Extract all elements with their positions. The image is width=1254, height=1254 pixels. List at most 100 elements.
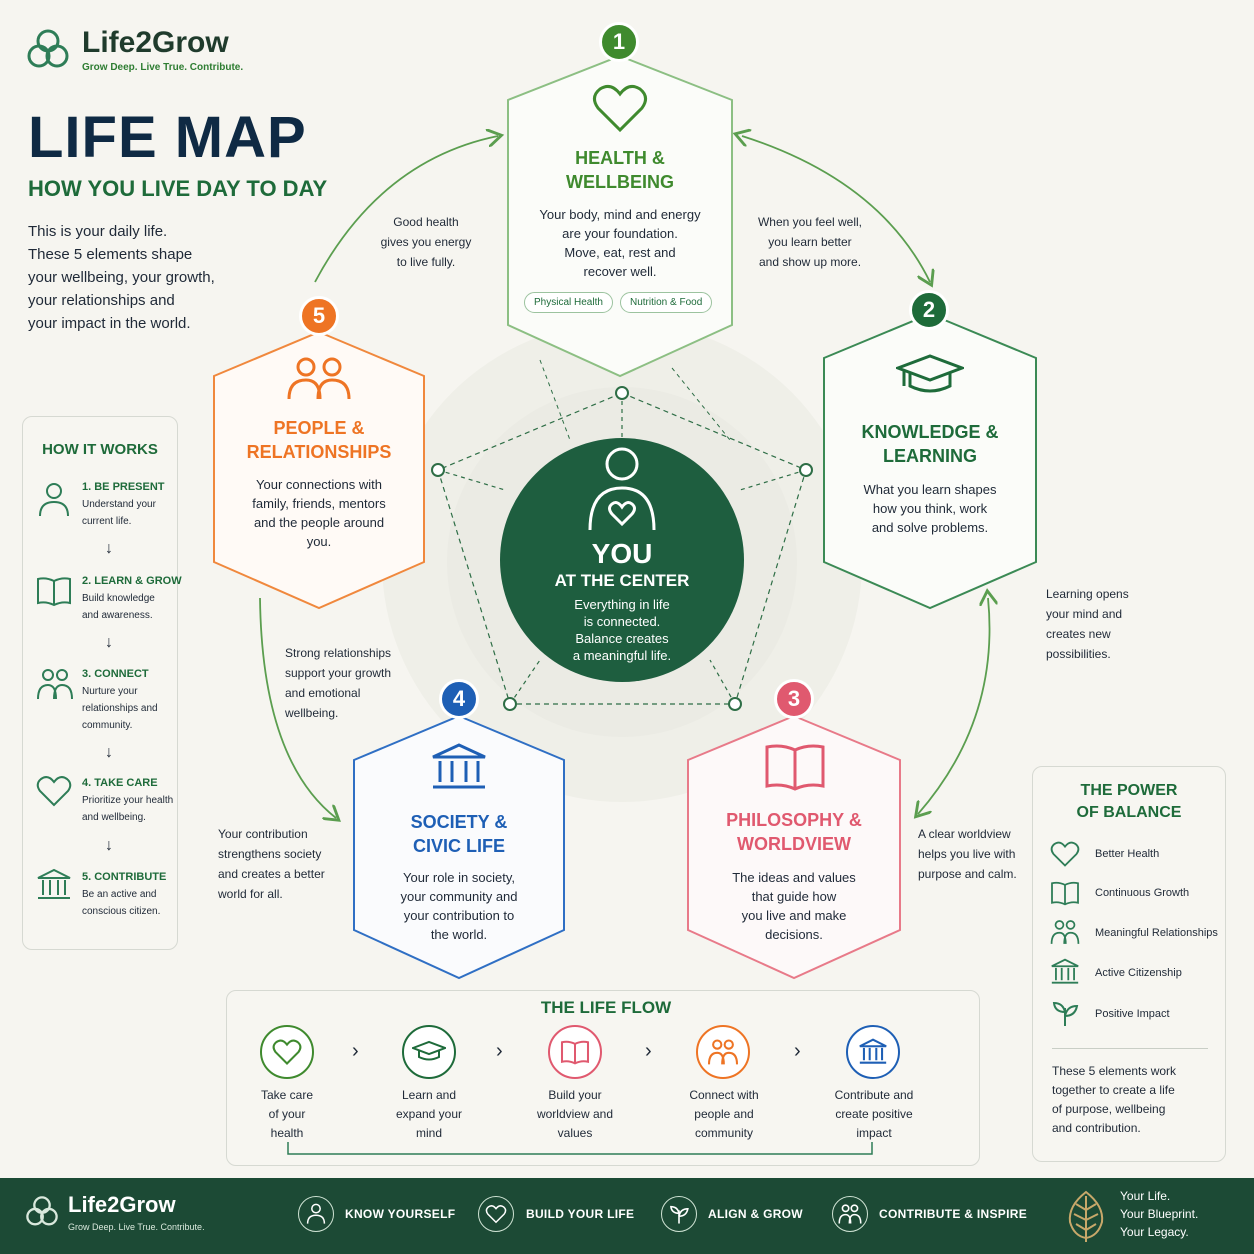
people-icon — [838, 1204, 862, 1224]
card-people-shape — [213, 330, 425, 610]
card-knowledge-shape — [823, 312, 1037, 610]
card-philosophy-shape — [687, 714, 901, 980]
heart-icon — [1050, 841, 1080, 867]
brand-name: Life2Grow — [82, 26, 229, 59]
heart-icon — [272, 1039, 302, 1065]
card-philosophy-number: 3 — [774, 679, 814, 719]
how-it-works-panel: HOW IT WORKS — [22, 416, 178, 950]
card-people-title: PEOPLE &RELATIONSHIPS — [246, 418, 392, 462]
balance-item-health: Better Health — [1095, 848, 1160, 860]
people-icon — [287, 357, 351, 400]
page-subtitle: HOW YOU LIVE DAY TO DAY — [28, 176, 328, 201]
card-health-number: 1 — [599, 22, 639, 62]
card-society-title: SOCIETY &CIVIC LIFE — [410, 812, 508, 856]
life-flow-bracket — [287, 1142, 873, 1155]
life-flow-step-4-circle — [696, 1025, 750, 1079]
balance-item-relationships: Meaningful Relationships — [1095, 927, 1218, 939]
page-title: LIFE MAP — [28, 105, 307, 170]
brand-logo-icon — [26, 1196, 58, 1226]
center-title: YOU — [591, 538, 653, 569]
card-knowledge-title: KNOWLEDGE &LEARNING — [861, 422, 999, 466]
graduation-cap-icon — [896, 354, 964, 393]
balance-item-growth: Continuous Growth — [1095, 887, 1190, 899]
power-of-balance-panel — [1032, 766, 1226, 1162]
footer-item-2-circle — [478, 1196, 514, 1232]
life-flow-chevron: › — [352, 1040, 359, 1062]
leaf-icon — [1068, 1190, 1104, 1242]
card-philosophy-title: PHILOSOPHY &WORLDVIEW — [726, 810, 862, 854]
building-icon — [432, 743, 486, 789]
building-icon — [37, 868, 71, 899]
footer-align-grow[interactable]: ALIGN & GROW — [708, 1207, 803, 1221]
book-icon — [37, 577, 71, 607]
footer-closing: Your Life.Your Blueprint.Your Legacy. — [1120, 1189, 1199, 1239]
how-it-works-title: HOW IT WORKS — [42, 441, 158, 458]
building-icon — [1051, 958, 1079, 984]
footer-contribute-inspire[interactable]: CONTRIBUTE & INSPIRE — [879, 1207, 1028, 1221]
card-knowledge-number: 2 — [909, 290, 949, 330]
sprout-icon — [670, 1205, 689, 1224]
people-icon — [37, 669, 73, 700]
life-flow-step-1-circle — [260, 1025, 314, 1079]
footer-item-1-circle — [298, 1196, 334, 1232]
life-flow-panel — [226, 990, 980, 1166]
footer-brand-name: Life2Grow — [68, 1192, 176, 1217]
brand-tagline: Grow Deep. Live True. Contribute. — [82, 62, 244, 73]
footer-item-3-circle — [661, 1196, 697, 1232]
step-arrow: ↓ — [105, 744, 113, 761]
footer-know-yourself[interactable]: KNOW YOURSELF — [345, 1207, 456, 1221]
life-flow-title: THE LIFE FLOW — [540, 998, 672, 1017]
card-society-number: 4 — [439, 679, 479, 719]
footer-build-your-life[interactable]: BUILD YOUR LIFE — [526, 1207, 635, 1221]
person-heart-icon — [588, 447, 656, 531]
step-arrow: ↓ — [105, 634, 113, 651]
footer-brand-tagline: Grow Deep. Live True. Contribute. — [68, 1222, 205, 1232]
tag-physical-health: Physical Health — [524, 292, 613, 313]
card-health-title: HEALTH &WELLBEING — [566, 148, 674, 192]
book-icon — [1051, 881, 1079, 906]
book-icon — [765, 744, 825, 791]
brand-logo-icon — [27, 29, 69, 68]
heart-icon — [485, 1205, 507, 1224]
balance-item-impact: Positive Impact — [1095, 1008, 1170, 1020]
life-flow-step-2-circle — [402, 1025, 456, 1079]
heart-icon — [36, 776, 72, 807]
footer-bar: Life2Grow Grow Deep. Live True. Contribu… — [0, 1178, 1254, 1254]
tag-nutrition-food: Nutrition & Food — [620, 292, 713, 313]
people-icon — [1050, 920, 1080, 944]
card-society-shape — [353, 714, 565, 980]
life-flow-step-5-circle — [846, 1025, 900, 1079]
person-icon — [306, 1203, 326, 1224]
balance-item-citizenship: Active Citizenship — [1095, 967, 1182, 979]
people-icon — [707, 1039, 739, 1065]
card-people-number: 5 — [299, 296, 339, 336]
heart-icon — [593, 84, 647, 133]
life-flow-chevron: › — [496, 1040, 503, 1062]
step-arrow: ↓ — [105, 837, 113, 854]
life-flow-step-3-circle — [548, 1025, 602, 1079]
graduation-cap-icon — [412, 1040, 446, 1061]
building-icon — [859, 1038, 887, 1064]
